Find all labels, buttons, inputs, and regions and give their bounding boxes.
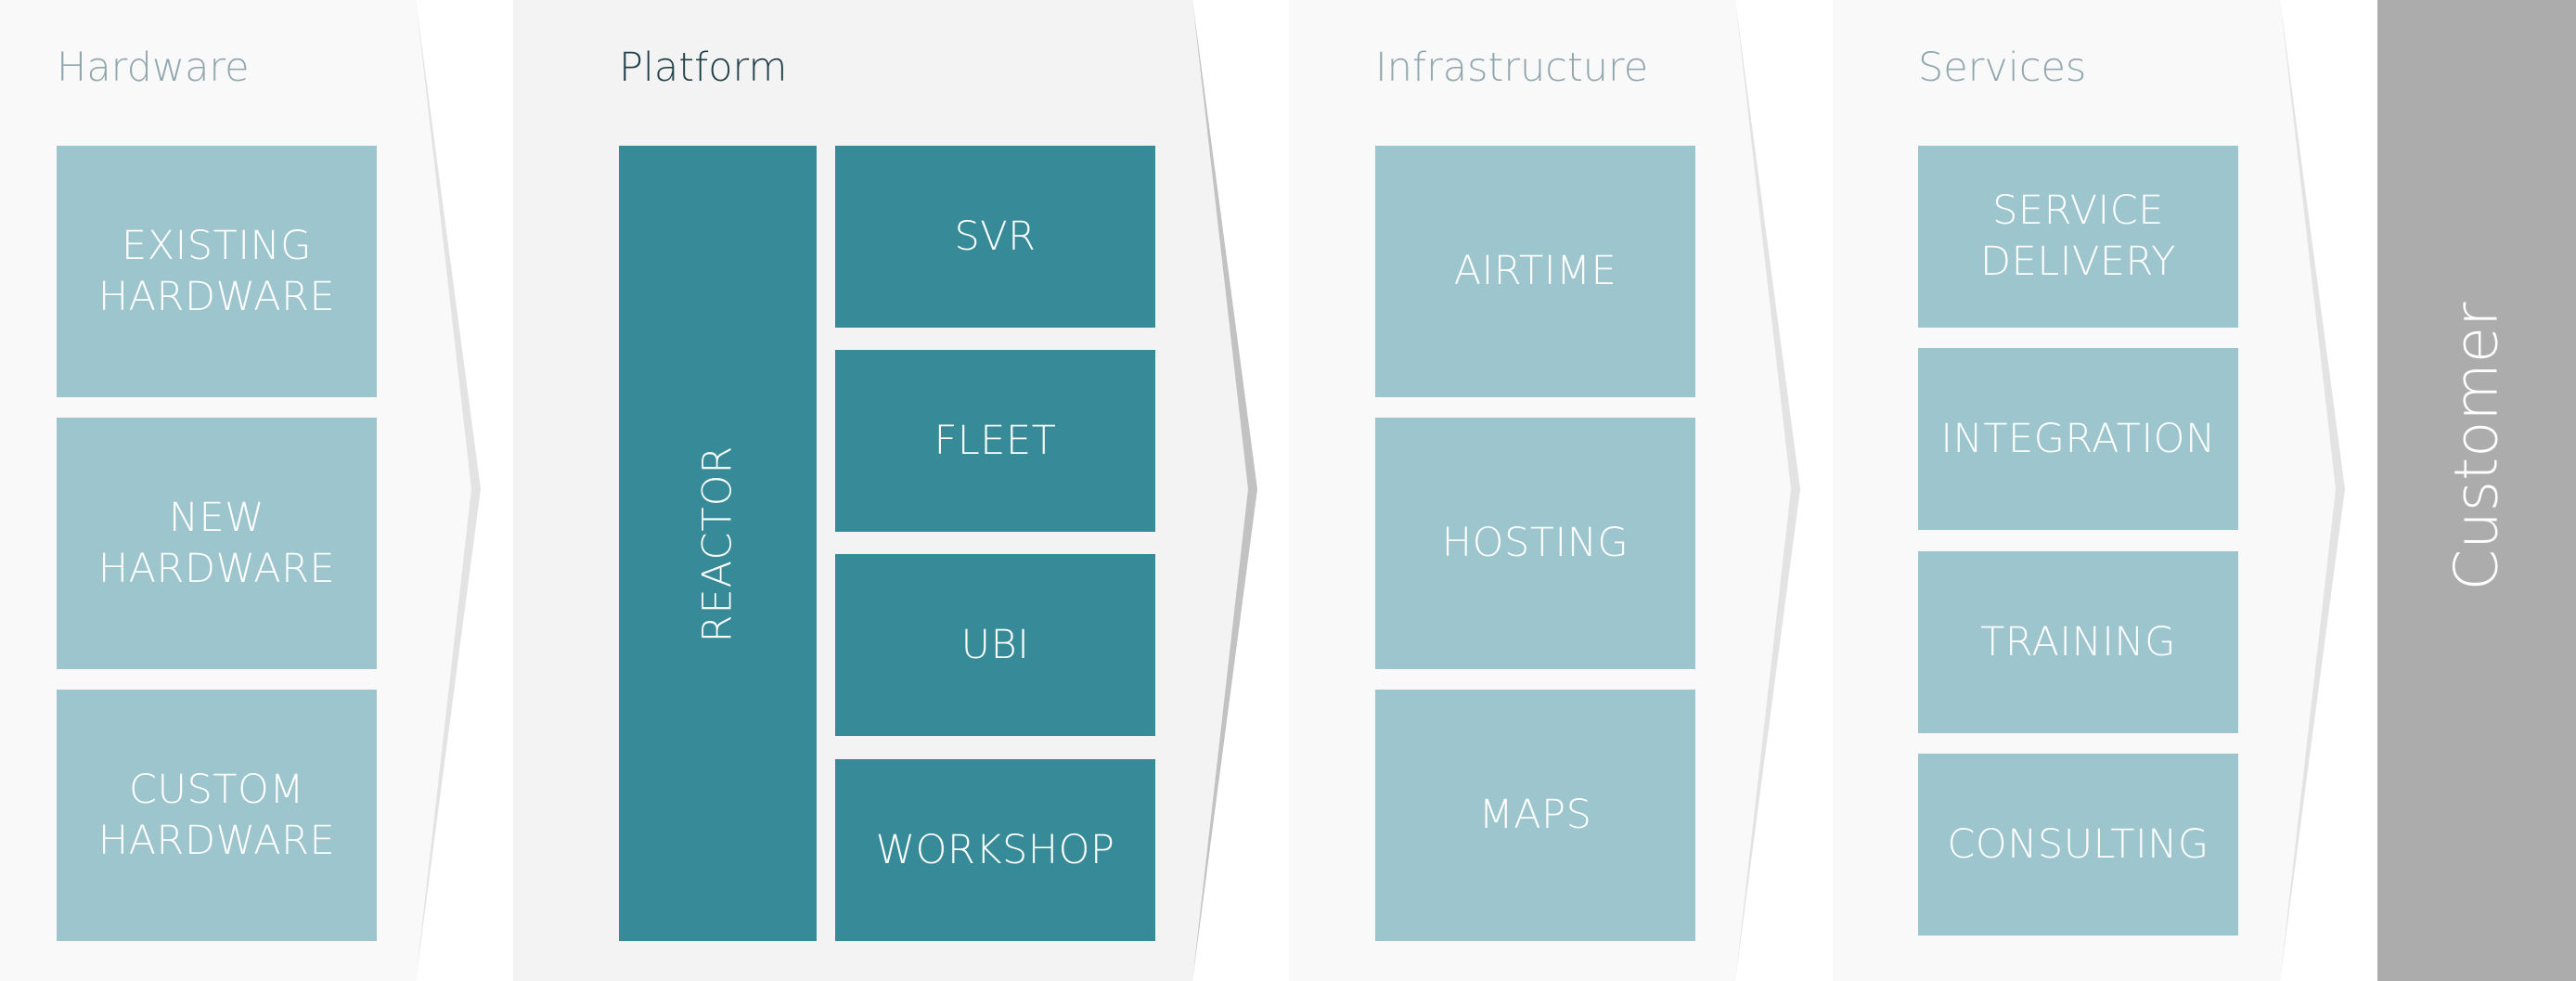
platform-title: Platform [619,45,788,91]
svr-box: SVR [835,146,1155,328]
maps-box: MAPS [1375,690,1695,941]
airtime-box: AIRTIME [1375,146,1695,397]
reactor-box: REACTOR [619,146,817,941]
existing-hardware-box: EXISTING HARDWARE [57,146,377,397]
reactor-label: REACTOR [694,445,741,642]
consulting-box: CONSULTING [1918,754,2238,936]
infrastructure-title: Infrastructure [1375,45,1649,91]
training-box: TRAINING [1918,551,2238,733]
ubi-box: UBI [835,554,1155,736]
new-hardware-box: NEW HARDWARE [57,418,377,669]
customer-label: Customer [2442,302,2511,590]
integration-box: INTEGRATION [1918,348,2238,530]
hardware-title: Hardware [57,45,250,91]
custom-hardware-box: CUSTOM HARDWARE [57,690,377,941]
hosting-box: HOSTING [1375,418,1695,669]
service-delivery-box: SERVICE DELIVERY [1918,146,2238,328]
workshop-box: WORKSHOP [835,759,1155,941]
fleet-box: FLEET [835,350,1155,532]
services-title: Services [1918,45,2087,91]
customer-bar: Customer [2377,0,2576,981]
